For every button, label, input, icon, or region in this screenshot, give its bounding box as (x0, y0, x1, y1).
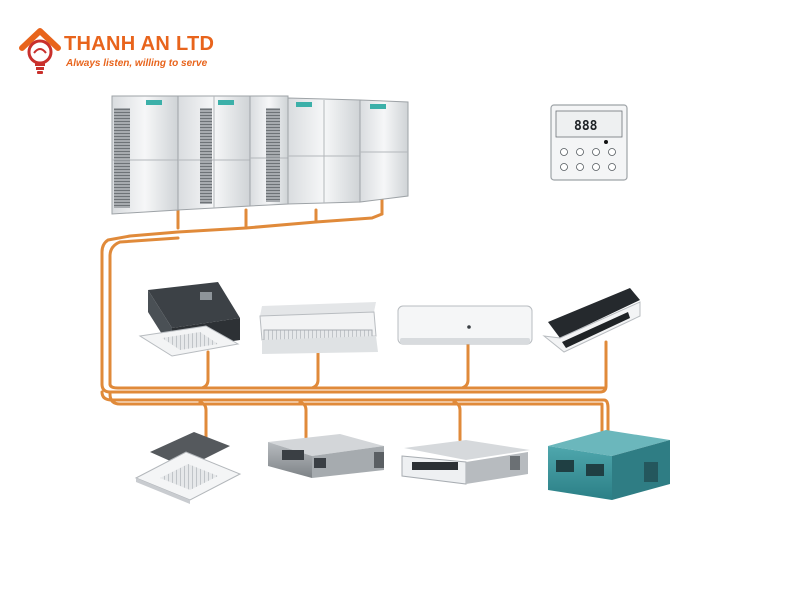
pipe-drop-slim (452, 400, 462, 442)
pipe-main-lower-2 (108, 392, 604, 440)
pipe-drop-duct (298, 400, 308, 440)
vrf-outdoor-unit-icon (177, 95, 251, 211)
ceiling-floor-unit-icon (259, 302, 378, 354)
pipe-drop-4way (198, 400, 208, 440)
vrf-outdoor-unit-icon (111, 95, 179, 215)
wall-mounted-unit-icon (397, 305, 533, 345)
pipe-header-return (108, 236, 180, 386)
ceiling-cassette-icon (138, 282, 240, 357)
vrf-outdoor-unit-icon (287, 97, 361, 205)
pipe-main-upper (100, 382, 608, 394)
vrf-outdoor-unit-icon (359, 99, 409, 203)
house-bulb-logo-icon (19, 28, 61, 74)
company-name: THANH AN LTD (64, 33, 215, 55)
company-slogan: Always listen, willing to serve (66, 58, 208, 69)
ducted-unit-icon (268, 434, 384, 478)
pipe-header (100, 212, 384, 386)
pipe-main-upper-2 (108, 382, 606, 390)
vrf-outdoor-unit-icon (249, 95, 289, 207)
pipe-riser-wall (460, 342, 470, 390)
four-way-cassette-icon (134, 432, 242, 504)
pipe-riser-cassette (200, 350, 210, 390)
controller-display: 888 (574, 119, 598, 134)
one-way-cassette-icon (542, 288, 641, 353)
outdoor-units (111, 95, 409, 215)
slim-duct-unit-icon (401, 440, 530, 485)
high-static-duct-icon (548, 430, 670, 500)
pipe-main-lower (100, 390, 610, 440)
pipe-riser-ceiling (310, 350, 320, 390)
wired-controller-icon: 888 (550, 104, 628, 181)
